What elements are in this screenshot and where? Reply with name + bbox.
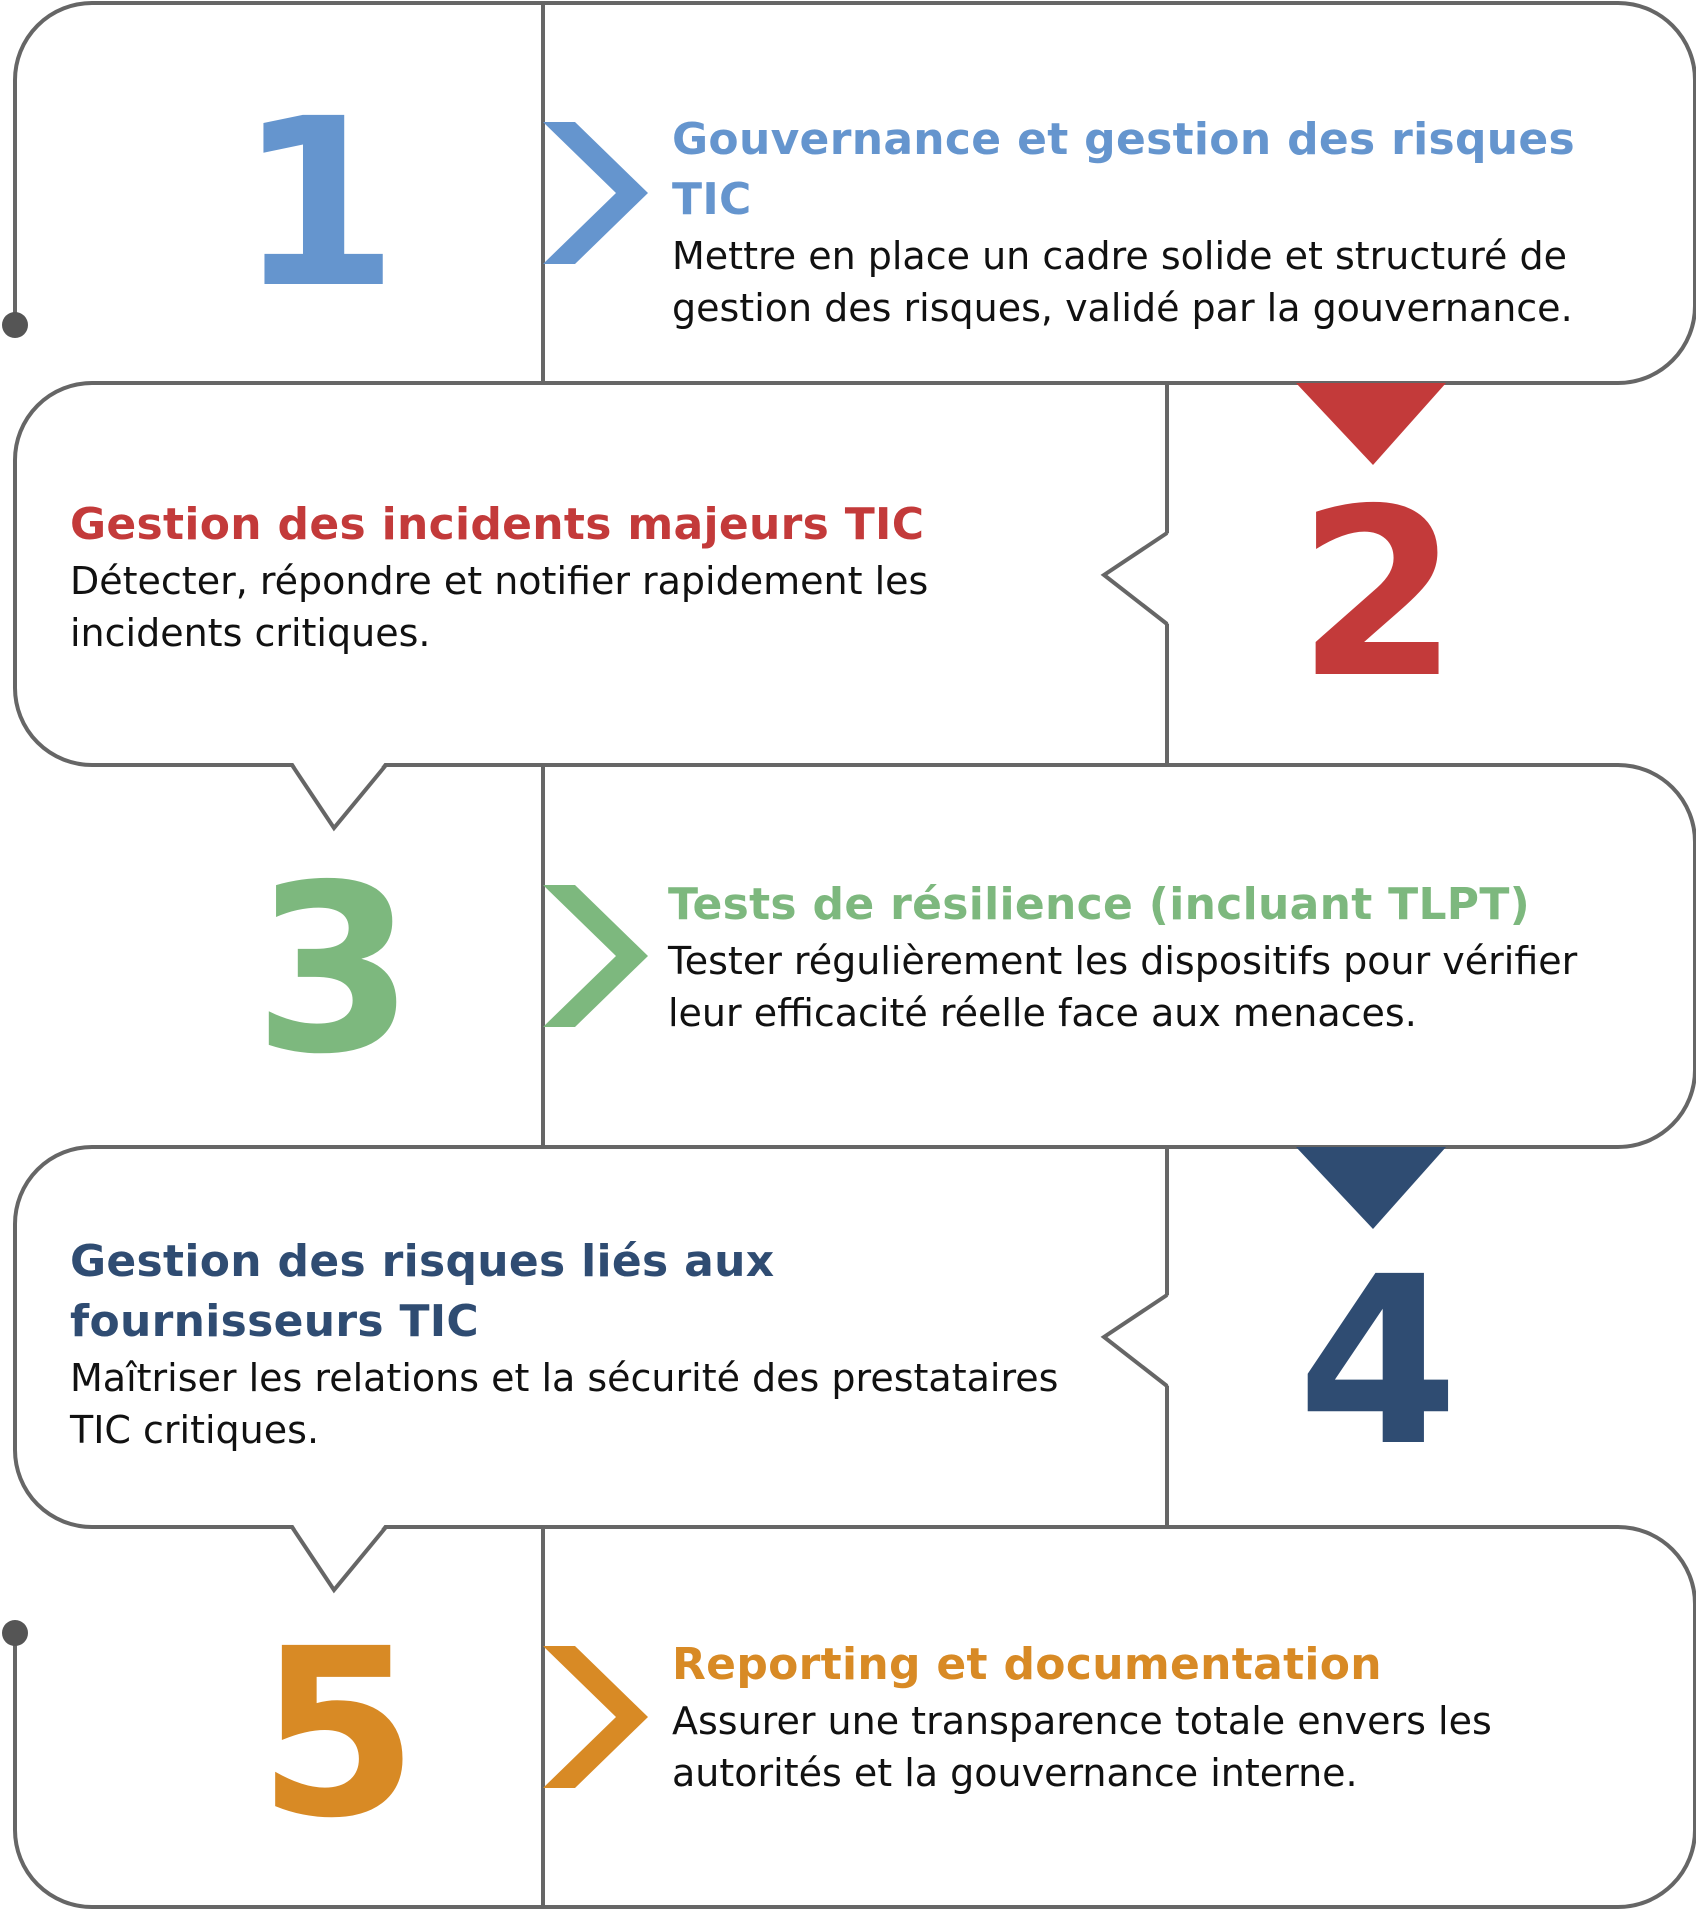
bubble-notch-4-bottom [292, 1523, 386, 1590]
path-end-dot [2, 1620, 28, 1646]
chevron-right-icon-3 [543, 885, 648, 1027]
step-title-3: Tests de résilience (incluant TLPT) [668, 879, 1531, 930]
step-description-5: Assurer une transparence totale envers l… [672, 1699, 1492, 1795]
step-title-2: Gestion des incidents majeurs TIC [70, 499, 925, 550]
step-number-3: 3 [253, 835, 415, 1105]
chevron-down-icon-2 [1296, 383, 1446, 465]
chevron-right-icon-1 [543, 122, 648, 264]
step-1-text: Gouvernance et gestion des risques TIC M… [672, 110, 1632, 334]
path-start-dot [2, 312, 28, 338]
step-3-text: Tests de résilience (incluant TLPT) Test… [668, 875, 1643, 1039]
step-description-3: Tester régulièrement les dispositifs pou… [668, 939, 1578, 1035]
step-title-5: Reporting et documentation [672, 1639, 1382, 1690]
step-number-4: 4 [1297, 1227, 1459, 1497]
step-description-1: Mettre en place un cadre solide et struc… [672, 234, 1573, 330]
bubble-notch-4-left [1104, 1295, 1169, 1386]
step-description-2: Détecter, répondre et notifier rapidemen… [70, 559, 929, 655]
bubble-notch-2-bottom [292, 761, 386, 828]
bubble-notch-2-left [1104, 533, 1169, 624]
chevron-down-icon-4 [1296, 1147, 1446, 1229]
step-title-1: Gouvernance et gestion des risques TIC [672, 114, 1576, 225]
step-number-2: 2 [1297, 459, 1459, 729]
step-description-4: Maîtriser les relations et la sécurité d… [70, 1356, 1059, 1452]
step-title-4: Gestion des risques liés aux fournisseur… [70, 1236, 775, 1347]
step-5-text: Reporting et documentation Assurer une t… [672, 1635, 1592, 1799]
chevron-right-icon-5 [543, 1646, 648, 1788]
step-number-5: 5 [257, 1599, 419, 1869]
step-4-text: Gestion des risques liés aux fournisseur… [70, 1232, 1090, 1456]
connector-path [13, 1, 1696, 1909]
step-2-text: Gestion des incidents majeurs TIC Détect… [70, 495, 970, 659]
step-number-1: 1 [237, 69, 399, 339]
